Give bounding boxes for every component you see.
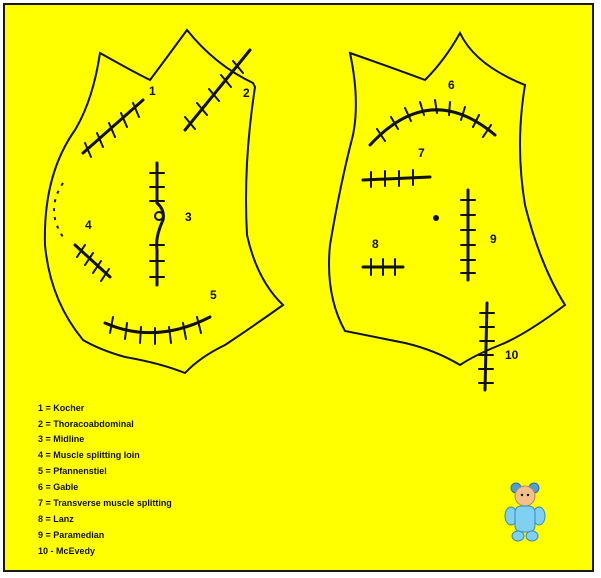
incision-10-line	[485, 303, 487, 390]
incision-5-line	[105, 317, 210, 333]
incision-label-10: 10	[505, 348, 519, 362]
incision-label-6: 6	[448, 78, 455, 92]
legend-item-6: 6 = Gable	[38, 482, 78, 492]
teddy-bear-icon	[505, 483, 545, 541]
legend-item-3: 3 = Midline	[38, 434, 84, 444]
incision-label-8: 8	[372, 237, 379, 251]
legend-item-10: 10 - McEvedy	[38, 546, 95, 556]
incision-label-4: 4	[85, 218, 92, 232]
legend-item-7: 7 = Transverse muscle splitting	[38, 498, 172, 508]
legend-item-4: 4 = Muscle splitting loin	[38, 450, 140, 460]
incision-label-3: 3	[185, 210, 192, 224]
incision-6-line	[370, 110, 495, 145]
diagram-frame: 1 2 3 4 5 6 7 8 9 10 1 = Kocher 2 = Thor…	[3, 3, 594, 572]
incision-label-2: 2	[243, 86, 250, 100]
umbilicus-right	[433, 215, 439, 221]
legend: 1 = Kocher 2 = Thoracoabdominal 3 = Midl…	[38, 403, 172, 556]
incision-diagram: 1 2 3 4 5 6 7 8 9 10 1 = Kocher 2 = Thor…	[5, 5, 596, 574]
legend-item-9: 9 = Paramedian	[38, 530, 104, 540]
legend-item-5: 5 = Pfannenstiel	[38, 466, 107, 476]
legend-item-8: 8 = Lanz	[38, 514, 74, 524]
incision-3-line	[157, 163, 164, 285]
umbilicus-left	[155, 212, 163, 220]
right-torso-outline	[329, 33, 565, 365]
legend-item-2: 2 = Thoracoabdominal	[38, 419, 134, 429]
incision-label-7: 7	[418, 146, 425, 160]
incision-label-5: 5	[210, 288, 217, 302]
incision-7-line	[363, 177, 430, 180]
incision-4-dashed-arc	[54, 183, 63, 237]
legend-item-1: 1 = Kocher	[38, 403, 85, 413]
incision-label-1: 1	[149, 84, 156, 98]
incision-label-9: 9	[490, 232, 497, 246]
incision-1-line	[83, 100, 143, 153]
